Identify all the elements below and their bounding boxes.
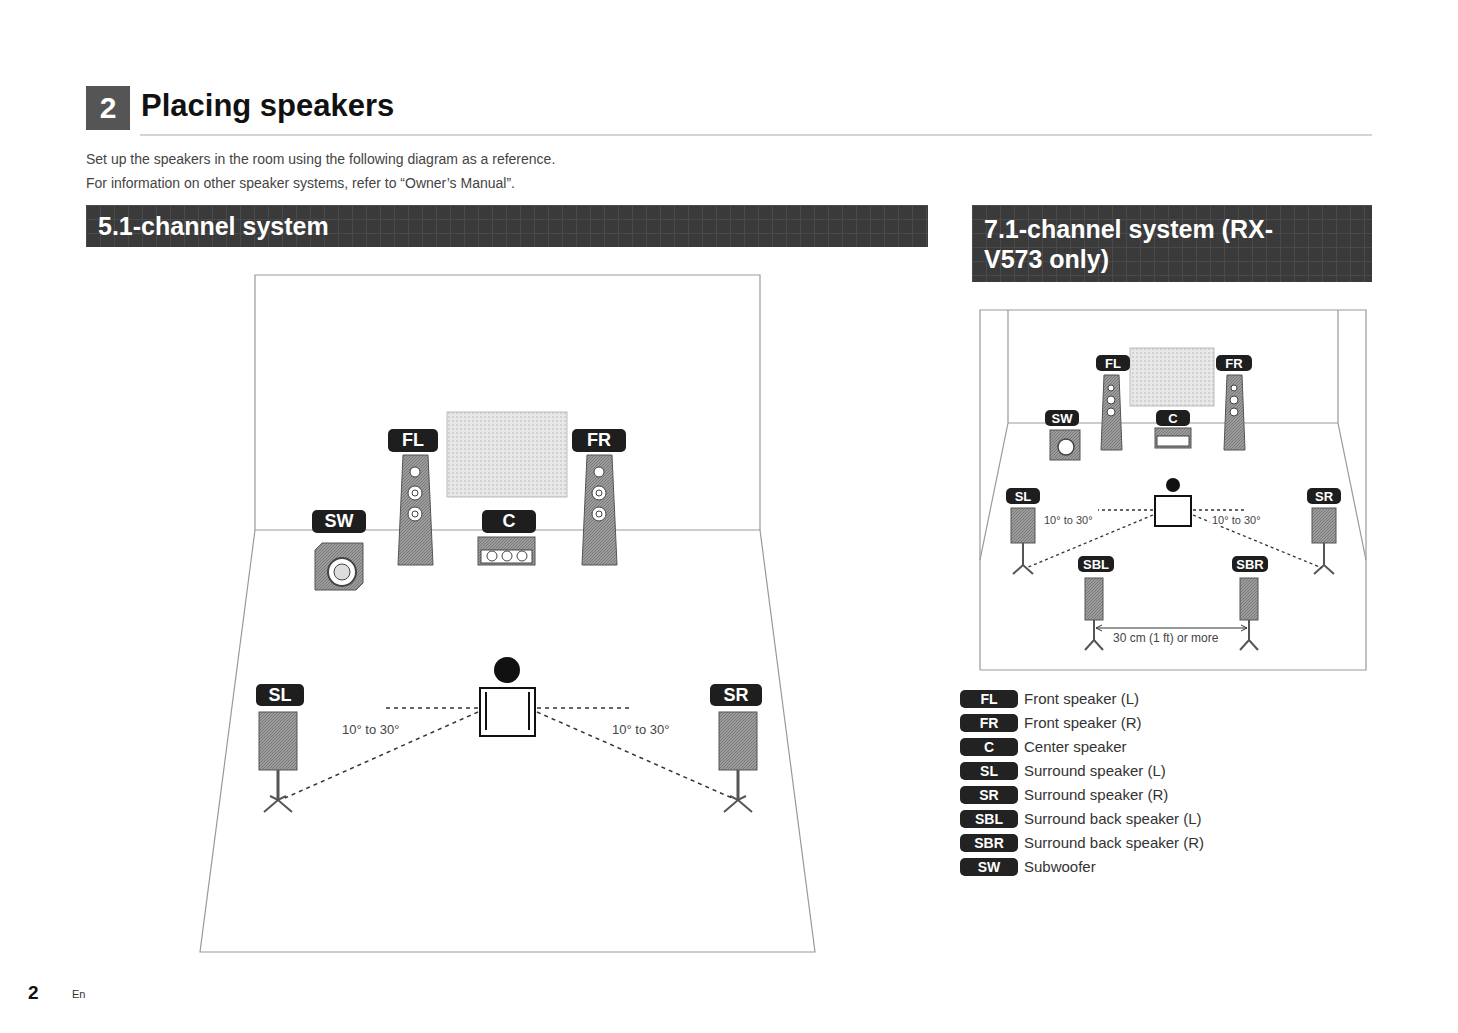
speaker-tag: SL xyxy=(256,684,304,706)
speaker-code: C xyxy=(1168,411,1177,426)
page-title: Placing speakers xyxy=(141,88,394,124)
legend-text: Front speaker (L) xyxy=(1024,690,1139,707)
speaker-tag: FL xyxy=(1096,355,1130,371)
speaker-code: FL xyxy=(402,430,424,451)
legend-swatch: SBL xyxy=(960,810,1018,828)
speaker-code: SR xyxy=(979,787,998,803)
speaker-code: SW xyxy=(1052,411,1073,426)
angle-range: 10° to 30° xyxy=(1210,514,1263,526)
section-band: 7.1-channel system (RX-V573 only) xyxy=(972,205,1372,282)
legend-swatch: FL xyxy=(960,690,1018,708)
page-number: 2 xyxy=(28,982,39,1004)
legend-text: Surround back speaker (L) xyxy=(1024,810,1202,827)
speaker-tag: FR xyxy=(572,429,626,452)
angle-range: 10° to 30° xyxy=(1042,514,1095,526)
section-badge: 2 xyxy=(86,86,130,130)
speaker-code: SL xyxy=(268,685,291,706)
speaker-code: SBR xyxy=(1236,557,1263,572)
speaker-code: FR xyxy=(1225,356,1242,371)
speaker-tag: SL xyxy=(1006,488,1040,504)
speaker-code: SW xyxy=(978,859,1001,875)
section-heading: 2 xyxy=(100,91,117,125)
legend-swatch: SL xyxy=(960,762,1018,780)
speaker-tag: SBR xyxy=(1232,556,1268,572)
legend-text: Center speaker xyxy=(1024,738,1127,755)
intro-text: For information on other speaker systems… xyxy=(86,175,515,191)
speaker-tag: C xyxy=(482,510,536,533)
speaker-code: C xyxy=(984,739,994,755)
speaker-tag: C xyxy=(1156,410,1190,426)
legend-swatch: C xyxy=(960,738,1018,756)
speaker-tag: SBL xyxy=(1078,556,1114,572)
speaker-code: FL xyxy=(980,691,997,707)
section-heading: 5.1-channel system xyxy=(98,211,329,241)
speaker-tag: SW xyxy=(1045,410,1079,426)
language-code: En xyxy=(72,988,85,1000)
speaker-tag: SR xyxy=(1307,488,1341,504)
legend-text: Front speaker (R) xyxy=(1024,714,1142,731)
speaker-code: SR xyxy=(723,685,748,706)
legend-swatch: SBR xyxy=(960,834,1018,852)
section-heading: 7.1-channel system (RX-V573 only) xyxy=(984,214,1284,274)
intro-text: Set up the speakers in the room using th… xyxy=(86,151,555,167)
legend-text: Surround speaker (R) xyxy=(1024,786,1168,803)
speaker-tag: FL xyxy=(388,429,438,452)
speaker-code: SL xyxy=(1015,489,1032,504)
speaker-code: SBL xyxy=(1083,557,1109,572)
section-band: 5.1-channel system xyxy=(86,205,928,247)
speaker-code: SL xyxy=(980,763,998,779)
angle-range: 10° to 30° xyxy=(340,722,401,737)
legend-text: Surround back speaker (R) xyxy=(1024,834,1204,851)
speaker-tag: SW xyxy=(312,510,366,533)
legend-text: Subwoofer xyxy=(1024,858,1096,875)
speaker-code: FR xyxy=(587,430,611,451)
legend-swatch: SW xyxy=(960,858,1018,876)
speaker-code: SBR xyxy=(974,835,1004,851)
spacing-dimension: 30 cm (1 ft) or more xyxy=(1111,631,1220,645)
speaker-code: SBL xyxy=(975,811,1003,827)
legend-swatch: FR xyxy=(960,714,1018,732)
legend-text: Surround speaker (L) xyxy=(1024,762,1166,779)
speaker-code: FR xyxy=(980,715,999,731)
speaker-code: SR xyxy=(1315,489,1333,504)
speaker-code: SW xyxy=(325,511,354,532)
angle-range: 10° to 30° xyxy=(610,722,671,737)
speaker-code: FL xyxy=(1105,356,1121,371)
speaker-code: C xyxy=(503,511,516,532)
speaker-tag: FR xyxy=(1216,355,1252,371)
legend-swatch: SR xyxy=(960,786,1018,804)
speaker-tag: SR xyxy=(710,684,762,706)
